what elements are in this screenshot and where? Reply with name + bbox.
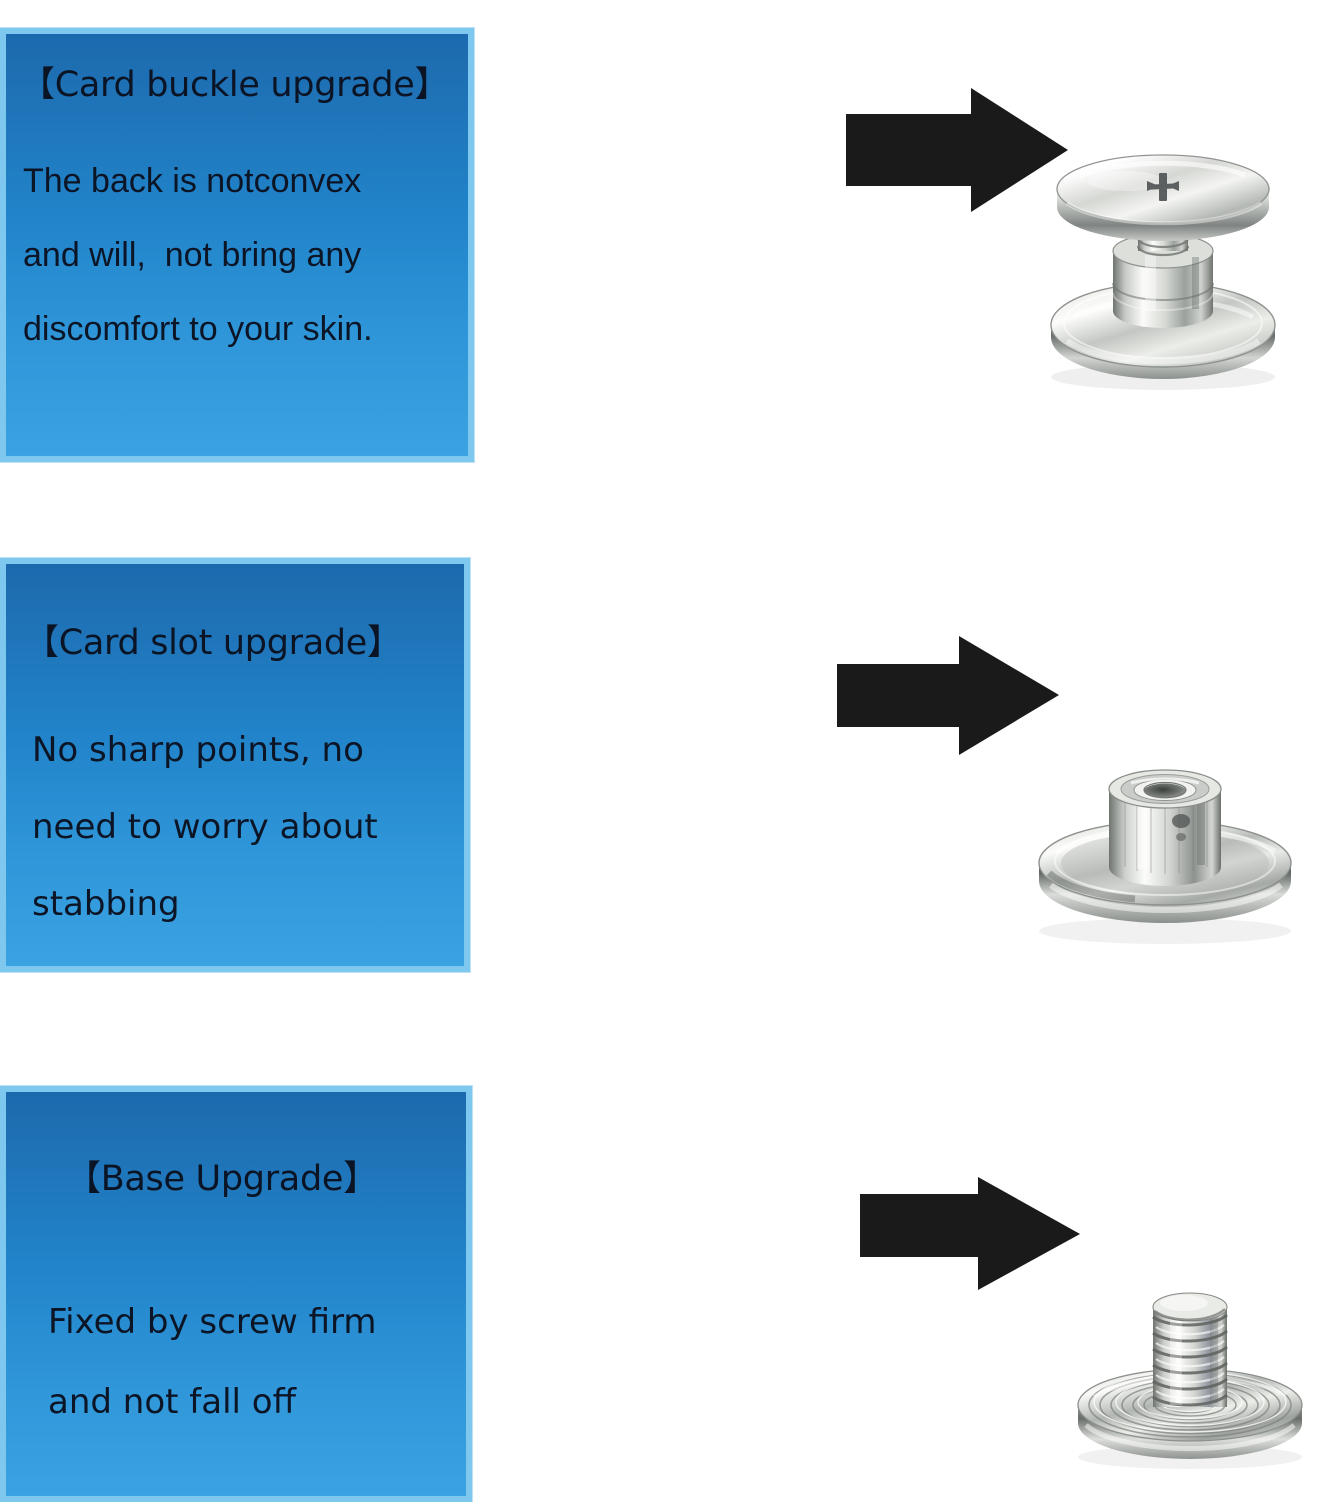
panel-body-line: stabbing: [32, 884, 180, 924]
panel-body: The back is notconvex and will, not brin…: [23, 144, 468, 366]
card-slot-photo: [985, 735, 1330, 950]
panel-body-line: and will, not bring any: [23, 236, 362, 274]
info-panel-card-buckle-upgrade: 【Card buckle upgrade】 The back is notcon…: [0, 28, 474, 462]
right-arrow-icon: [856, 1175, 1084, 1292]
base-photo: [1040, 1255, 1340, 1490]
panel-body-line: and not fall off: [48, 1382, 296, 1422]
panel-content: 【Card slot upgrade】 No sharp points, no …: [6, 564, 464, 966]
panel-title: 【Card slot upgrade】: [24, 623, 402, 663]
panel-body-line: The back is notconvex: [23, 162, 362, 200]
panel-content: 【Card buckle upgrade】 The back is notcon…: [6, 34, 468, 456]
panel-content: 【Base Upgrade】 Fixed by screw firm and n…: [6, 1092, 466, 1496]
card-buckle-photo: [995, 125, 1325, 400]
panel-title: 【Base Upgrade】: [66, 1159, 378, 1199]
panel-body-line: discomfort to your skin.: [23, 310, 373, 348]
panel-body-line: Fixed by screw firm: [48, 1302, 377, 1342]
info-panel-base-upgrade: 【Base Upgrade】 Fixed by screw firm and n…: [0, 1086, 472, 1502]
panel-body-line: need to worry about: [32, 807, 378, 847]
right-arrow-icon: [843, 86, 1071, 214]
panel-body: Fixed by screw firm and not fall off: [48, 1282, 466, 1442]
panel-body-line: No sharp points, no: [32, 730, 364, 770]
panel-body: No sharp points, no need to worry about …: [32, 712, 464, 943]
panel-title: 【Card buckle upgrade】: [20, 65, 450, 105]
right-arrow-icon: [833, 633, 1063, 757]
info-panel-card-slot-upgrade: 【Card slot upgrade】 No sharp points, no …: [0, 558, 470, 972]
